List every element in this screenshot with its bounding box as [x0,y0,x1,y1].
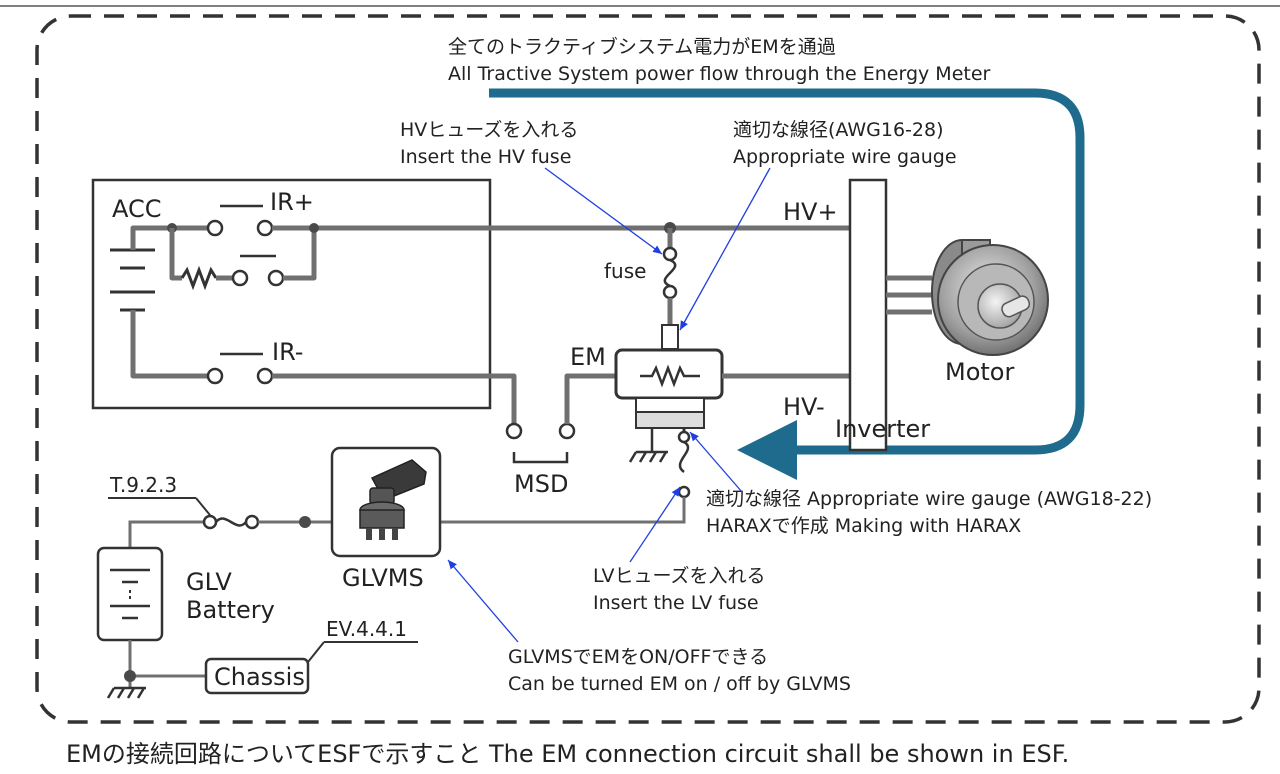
hv-fuse-terminal-top [662,246,678,262]
top-note-jp: 全てのトラクティブシステム電力がEMを通過 [448,35,836,58]
inverter-label: Inverter [835,415,930,443]
ir-plus-label: IR+ [270,188,314,216]
acc-battery-symbol [110,248,155,312]
glv-fuse-terminal-b [244,514,260,530]
acc-label: ACC [112,195,162,223]
glv-ground-icon [106,686,146,699]
glv-minus-node [124,670,136,682]
glvms-switch-icon [359,459,427,540]
phase-wires [886,275,932,315]
chassis-label: Chassis [214,663,305,691]
ir-plus-node [309,223,319,233]
acc-box [91,178,492,410]
glv-fuse-element [215,517,247,527]
ir-plus-contact-a [206,219,224,237]
inverter-box [848,178,888,452]
power-flow-arrow [489,88,1085,480]
lv-fuse-arrow [629,486,681,563]
motor-icon [931,239,1049,356]
caption: EMの接続回路についてESFで示すこと The EM connection ci… [66,740,1069,768]
lv-fuse-terminal-top [677,430,691,444]
msd-label: MSD [514,470,568,498]
ir-minus-contact-b [256,367,274,385]
ir-minus-label: IR- [272,338,303,366]
lv-wire-arrow [689,431,743,493]
motor-label: Motor [945,358,1014,386]
glv-fuse-terminal-a [202,514,218,530]
lv-fuse-terminal-bottom [677,485,691,499]
hv-fuse-terminal-bottom [662,284,678,300]
glvms-note-jp: GLVMSでEMをON/OFFできる [508,646,768,668]
hv-wire-note-jp: 適切な線径(AWG16-28) [733,119,944,141]
precharge-wire-right [283,228,317,281]
glv-node [299,516,311,528]
top-note-en: All Tractive System power flow through t… [448,63,991,85]
precharge-contact-b [267,269,285,287]
hv-fuse-element [663,258,677,288]
lv-wire-note-line1: 適切な線径 Appropriate wire gauge (AWG18-22) [706,488,1152,510]
em-base-2 [635,411,705,429]
chassis-box [204,657,310,695]
em-ground-icon [628,428,668,463]
msd-bracket [512,452,569,464]
glv-battery-symbol [110,568,150,620]
energy-meter-resistor [640,364,700,388]
glv-plus-wire [128,520,204,548]
hv-fuse-note-jp: HVヒューズを入れる [400,119,578,141]
em-connector-top [661,324,679,350]
acc-plus-wire [130,225,215,250]
hv-wire-note-en: Appropriate wire gauge [733,146,957,168]
lv-fuse-note-en: Insert the LV fuse [593,592,759,614]
lv-fuse-element [678,440,690,474]
acc-minus-wire [130,310,215,379]
lv-fuse-note-jp: LVヒューズを入れる [593,565,766,587]
glvms-arrow [447,559,519,643]
lv-wire-note-line2: HARAXで作成 Making with HARAX [706,515,1021,537]
hv-wire-arrow [679,167,771,331]
glvms-note-en: Can be turned EM on / off by GLVMS [508,673,851,695]
msd-to-em-wire [564,373,616,424]
precharge-wire-left [169,228,182,281]
ev441-label: EV.4.4.1 [326,617,407,641]
lv-wire [440,497,686,524]
hv-minus-label: HV- [783,393,825,421]
glv-label: GLV [186,568,232,596]
ir-minus-to-msd-wire [272,373,517,426]
hv-fuse-note-en: Insert the HV fuse [400,146,571,168]
glvms-label: GLVMS [342,564,424,592]
ev441-leader [307,641,325,663]
glv-battery-box [96,546,164,642]
hv-plus-label: HV+ [783,198,838,226]
ir-minus-contact-a [206,367,224,385]
msd-contact-a [505,422,523,440]
fuse-label: fuse [604,259,646,283]
t923-label: T.9.2.3 [109,473,177,497]
msd-contact-b [558,422,576,440]
precharge-contact-a [231,269,249,287]
dashed-enclosure [35,14,1261,724]
battery-label: Battery [186,596,275,624]
em-label: EM [570,343,606,371]
hv-fuse-arrow [544,167,663,255]
precharge-resistor [180,265,218,291]
ir-plus-contact-b [256,219,274,237]
glv-minus-wire [128,640,206,688]
em-base-1 [635,397,705,413]
